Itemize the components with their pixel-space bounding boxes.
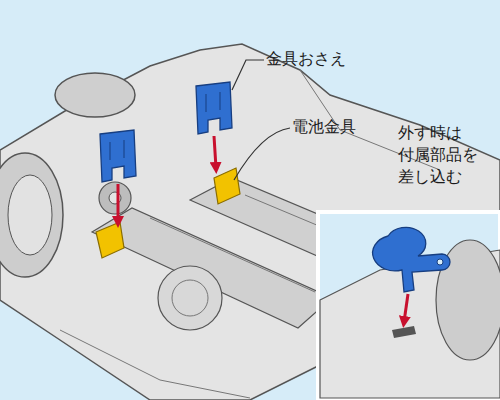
wheel — [55, 73, 135, 117]
insert-arrow — [117, 184, 120, 222]
terminal-clip — [196, 82, 232, 134]
wheel — [0, 153, 63, 277]
leader-line — [234, 128, 290, 180]
motor-cavity — [158, 266, 222, 330]
gear — [99, 182, 131, 214]
battery-terminal — [96, 222, 124, 258]
insert-arrow — [214, 136, 216, 168]
motor-cavity — [172, 280, 208, 316]
leader-line — [232, 60, 264, 90]
battery-terminal — [214, 168, 240, 204]
part-label: 金具おさえ — [266, 48, 386, 70]
side-rail — [60, 330, 250, 398]
removal-tool — [373, 227, 450, 292]
part-label: 外す時は 付属部品を 差し込む — [398, 122, 482, 188]
chassis-body — [0, 44, 500, 400]
wheel-hub — [8, 175, 52, 255]
terminal-clip — [220, 92, 221, 110]
insert-arrow — [404, 294, 408, 322]
terminal-clip — [206, 94, 207, 112]
removal-tool — [437, 259, 443, 265]
part-label: 電池金具 — [292, 116, 392, 138]
insert-slot — [392, 326, 416, 338]
terminal-clip — [110, 142, 111, 160]
terminal-clip — [124, 140, 125, 158]
terminal-clip — [100, 130, 136, 182]
